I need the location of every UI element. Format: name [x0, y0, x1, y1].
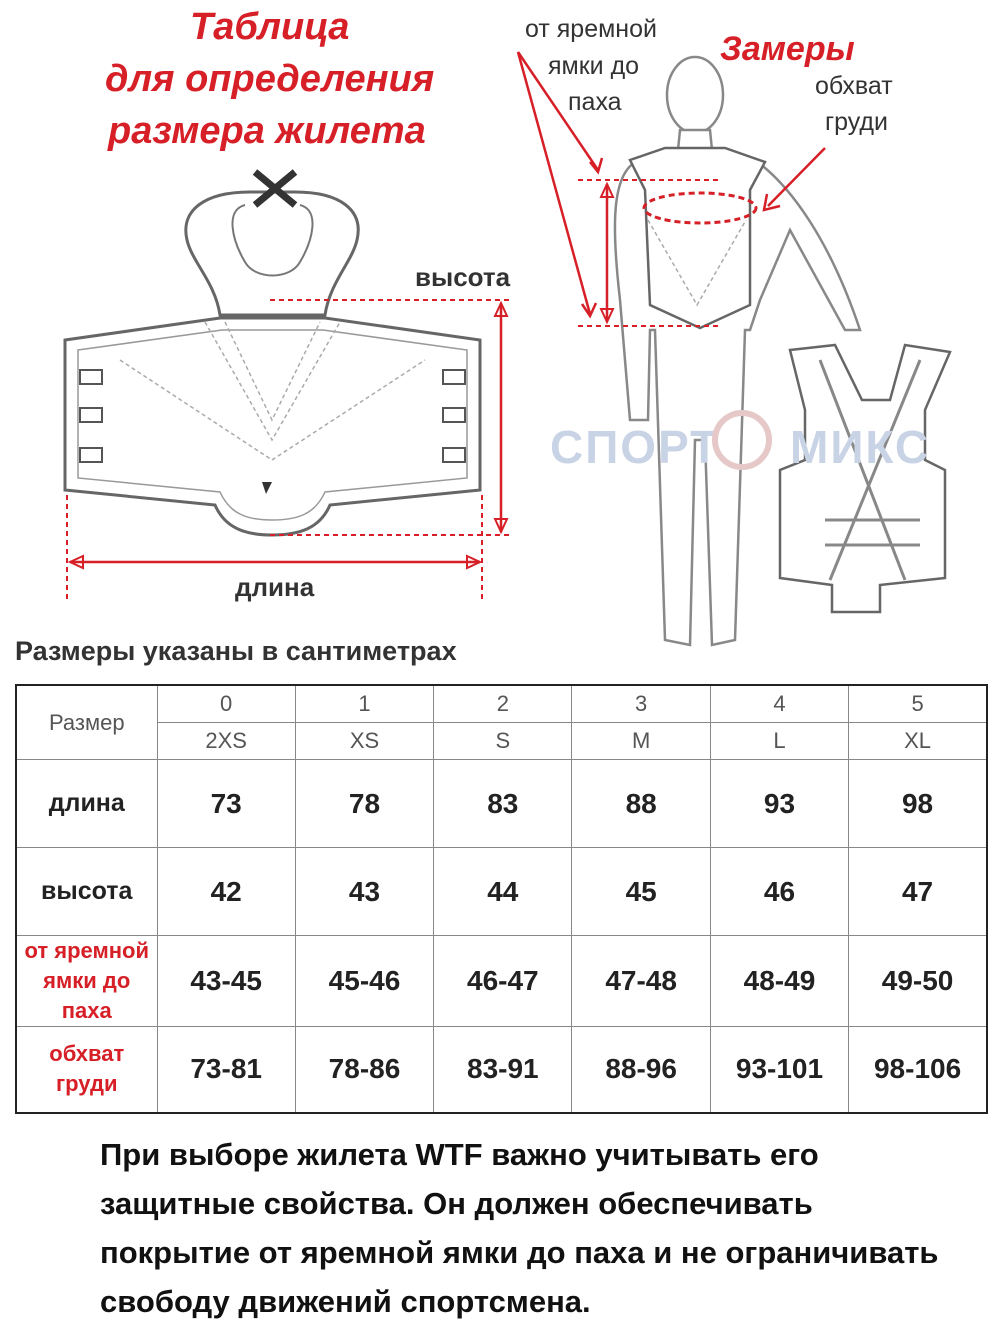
size-code: L [709, 722, 850, 760]
vest-back-straps [818, 359, 922, 581]
figure-vest-shape [628, 146, 767, 330]
table-cell: 73 [156, 759, 296, 848]
table-cell: 98-106 [848, 1026, 988, 1113]
chest-measure-ellipse [642, 191, 758, 225]
vest-logo-mark [262, 482, 272, 494]
size-code: 2XS [156, 722, 296, 760]
size-number: 2 [433, 684, 573, 723]
table-cell: 83 [433, 759, 573, 848]
table-cell: 46 [709, 847, 850, 936]
vest-side-buckles [79, 369, 466, 463]
title-line-3: размера жилета [108, 110, 426, 152]
chest-label-line-2: груди [825, 108, 888, 136]
size-number: 5 [848, 684, 988, 723]
size-code: S [433, 722, 573, 760]
chest-label-line-1: обхват [815, 72, 893, 100]
measurements-title: Замеры [720, 30, 855, 68]
table-row: длина 73 78 83 88 93 98 [15, 759, 988, 848]
table-cell: 98 [848, 759, 988, 848]
vest-front-diagram [63, 169, 510, 600]
table-cell: 88 [571, 759, 711, 848]
vest-strap-cross [252, 169, 298, 208]
table-header-numbers: Размер 0 1 2 3 4 5 [15, 684, 988, 760]
table-cell: 48-49 [709, 935, 850, 1027]
table-cell: 49-50 [848, 935, 988, 1027]
neck-label-line-3: паха [568, 88, 622, 116]
size-code: M [571, 722, 711, 760]
row-label: высота [15, 847, 158, 936]
table-row: от яремной ямки до паха 43-45 45-46 46-4… [15, 935, 988, 1027]
table-cell: 93 [709, 759, 850, 848]
neck-label-line-2: ямки до [548, 52, 640, 80]
vest-collar-inner [231, 204, 314, 277]
title-line-1: Таблица [190, 6, 350, 48]
table-cell: 88-96 [571, 1026, 711, 1113]
table-cell: 43 [294, 847, 435, 936]
neck-label-line-1: от яремной [525, 15, 657, 43]
table-cell: 93-101 [709, 1026, 850, 1113]
size-number: 0 [156, 684, 296, 723]
units-subtitle: Размеры указаны в сантиметрах [15, 636, 457, 666]
vest-body-inner [77, 329, 468, 521]
table-cell: 47 [848, 847, 988, 936]
table-row: высота 42 43 44 45 46 47 [15, 847, 988, 936]
table-header-codes: 2XS XS S M L XL [16, 722, 988, 760]
watermark-logo-icon [712, 410, 772, 470]
watermark-left: СПОРТ [550, 421, 721, 473]
table-cell: 43-45 [156, 935, 296, 1027]
table-cell: 73-81 [156, 1026, 296, 1113]
size-table: Размер 0 1 2 3 4 5 2XS XS S M L XL длина… [15, 684, 988, 1114]
vest-collar-shape [184, 190, 360, 317]
size-corner-label: Размер [15, 684, 158, 760]
row-label: от яремной ямки до паха [15, 935, 158, 1027]
footer-text: При выборе жилета WTF важно учитывать ег… [100, 1137, 939, 1319]
table-cell: 45 [571, 847, 711, 936]
body-figure-diagram [516, 51, 952, 647]
title-line-2: для определения [105, 58, 435, 100]
table-cell: 42 [156, 847, 296, 936]
vest-body-shape [63, 316, 482, 537]
row-label: обхват груди [15, 1026, 158, 1113]
size-number: 1 [294, 684, 435, 723]
size-code: XL [848, 722, 988, 760]
table-cell: 83-91 [433, 1026, 573, 1113]
height-label: высота [415, 262, 511, 292]
length-label: длина [235, 572, 315, 602]
size-number: 3 [571, 684, 711, 723]
vest-v-pattern [119, 321, 426, 461]
table-cell: 46-47 [433, 935, 573, 1027]
table-cell: 78-86 [294, 1026, 435, 1113]
size-code: XS [294, 722, 435, 760]
table-cell: 45-46 [294, 935, 435, 1027]
table-cell: 47-48 [571, 935, 711, 1027]
table-cell: 44 [433, 847, 573, 936]
size-number: 4 [709, 684, 850, 723]
table-row: обхват груди 73-81 78-86 83-91 88-96 93-… [15, 1026, 988, 1113]
watermark-right: МИКС [790, 421, 931, 473]
table-cell: 78 [294, 759, 435, 848]
row-label: длина [15, 759, 158, 848]
